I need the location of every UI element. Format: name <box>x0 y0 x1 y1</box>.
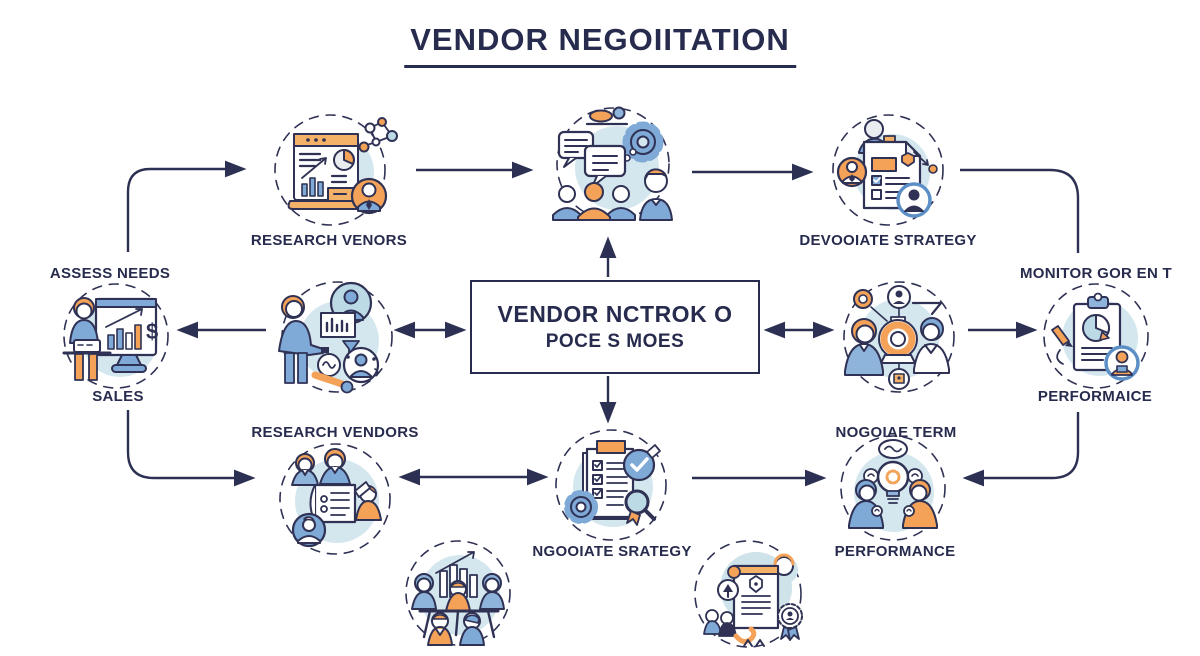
central-box-line2: POCE S MOES <box>545 331 685 352</box>
label-nogoiae-term: NOGOIAE TERM <box>835 424 957 441</box>
page-title: VENDOR NEGOIITATION <box>404 22 796 68</box>
central-box-line1: VENDOR NCTROK O <box>497 301 733 327</box>
label-research-venors: RESEARCH VENORS <box>250 232 408 249</box>
label-performance: PERFORMANCE <box>834 543 956 560</box>
team-lightbulb-icon <box>840 435 946 541</box>
label-monitor-gor-en-t: MONITOR GOR EN T <box>1019 265 1173 282</box>
label-performaice: PERFORMAICE <box>1037 388 1153 405</box>
label-sales: SALES <box>92 388 144 405</box>
document-checklist-person-icon <box>832 114 944 226</box>
certificate-award-icon <box>694 540 803 648</box>
dollar-sign: $ <box>146 319 158 344</box>
presenter-chart-dollar-icon: $ <box>62 283 169 389</box>
label-research-vendors: RESEARCH VENDORS <box>251 424 419 441</box>
meeting-chart-icon <box>405 540 511 646</box>
clipboard-chart-molecule-person-icon <box>274 114 398 226</box>
label-devooiate-strategy: DEVOOIATE STRATEGY <box>799 232 977 249</box>
connector-right-to-bottom-right <box>962 412 1080 487</box>
connector-left-to-bottom-left <box>126 410 256 487</box>
discussion-gear-team-icon <box>552 106 673 221</box>
label-ngooiate-srategy: NGOOIATE SRATEGY <box>532 543 692 560</box>
team-document-icon <box>279 443 391 555</box>
central-process-box: VENDOR NCTROK O POCE S MOES <box>470 280 760 374</box>
person-analytics-avatars-icon <box>278 281 393 394</box>
checklist-gear-magnifier-icon <box>555 429 667 541</box>
clipboard-pie-person-icon <box>1043 283 1149 389</box>
team-network-icon <box>843 281 955 393</box>
connector-top-right-to-right <box>960 168 1080 253</box>
connector-left-to-top-left <box>126 160 247 252</box>
label-assess-needs: ASSESS NEEDS <box>49 265 171 282</box>
